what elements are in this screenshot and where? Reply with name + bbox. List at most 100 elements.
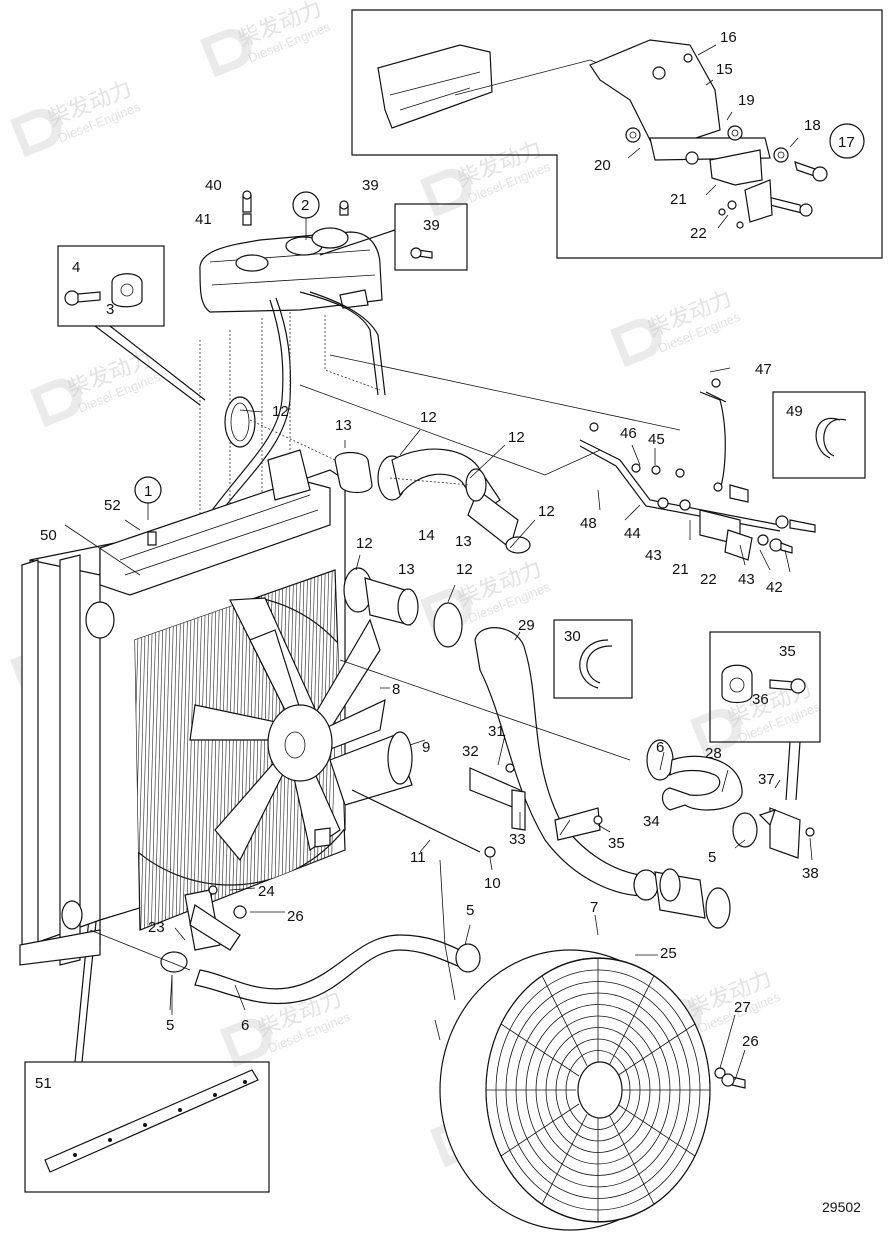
- part-label-42: 42: [766, 579, 783, 596]
- part-label-39-inset: 39: [423, 217, 440, 234]
- part-label-26-a: 26: [287, 908, 304, 925]
- part-label-13-c: 13: [398, 561, 415, 578]
- clamp-5-c: [705, 887, 731, 929]
- part-label-45: 45: [648, 431, 665, 448]
- clamp-3: [111, 273, 143, 308]
- part-label-12-c: 12: [508, 429, 525, 446]
- part-label-22: 22: [690, 225, 707, 242]
- clamp-12-a: [224, 396, 256, 448]
- part-label-21: 21: [670, 191, 687, 208]
- part-label-28: 28: [705, 745, 722, 762]
- part-label-31: 31: [488, 723, 505, 740]
- part-label-35: 35: [608, 835, 625, 852]
- lower-hose-29: [339, 627, 731, 929]
- cooling-fan-8: [189, 597, 386, 862]
- part-label-37: 37: [758, 771, 775, 788]
- washer-18: [773, 147, 789, 163]
- part-label-41: 41: [195, 211, 212, 228]
- part-label-39: 39: [362, 177, 379, 194]
- part-label-7: 7: [590, 899, 598, 916]
- washer-19: [727, 125, 743, 141]
- shaft-11: [351, 789, 481, 853]
- part-label-5-c: 5: [166, 1017, 174, 1034]
- bracket-37: [769, 807, 801, 859]
- part-label-23: 23: [148, 919, 165, 936]
- lower-radiator-hose: [89, 885, 481, 1011]
- part-label-22-b: 22: [700, 571, 717, 588]
- inset-box-49: [772, 391, 866, 479]
- part-label-17: 17: [838, 134, 855, 151]
- part-label-6-a: 6: [656, 739, 664, 756]
- part-label-26-b: 26: [742, 1033, 759, 1050]
- part-label-50: 50: [40, 527, 57, 544]
- callout-circle-17: [829, 123, 865, 159]
- part-label-44: 44: [624, 525, 641, 542]
- fan-hub: [267, 704, 333, 782]
- part-label-12-f: 12: [456, 561, 473, 578]
- part-label-34: 34: [643, 813, 660, 830]
- part-label-52: 52: [104, 497, 121, 514]
- nut-10: [484, 846, 496, 858]
- part-label-19: 19: [738, 92, 755, 109]
- clamp-36: [721, 664, 753, 704]
- tank-filler-cap: [311, 227, 349, 249]
- small-fasteners: [64, 190, 349, 576]
- part-label-12-b: 12: [420, 409, 437, 426]
- part-label-10: 10: [484, 875, 501, 892]
- part-label-2: 2: [301, 197, 309, 214]
- part-label-3: 3: [106, 301, 114, 318]
- part-label-16: 16: [720, 29, 737, 46]
- part-label-29: 29: [518, 617, 535, 634]
- pipe-48-assembly: [579, 378, 816, 561]
- leader-lines: [171, 367, 813, 1081]
- bolt-52: [147, 531, 157, 546]
- part-label-27: 27: [734, 999, 751, 1016]
- bolt-4: [64, 290, 80, 306]
- part-label-24: 24: [258, 883, 275, 900]
- part-label-43-a: 43: [645, 547, 662, 564]
- part-label-49: 49: [786, 403, 803, 420]
- part-label-38: 38: [802, 865, 819, 882]
- drawing-number: 29502: [822, 1199, 861, 1215]
- part-label-1: 1: [144, 483, 152, 500]
- fan-guard: [434, 859, 746, 1231]
- part-label-12-e: 12: [356, 535, 373, 552]
- part-label-32: 32: [462, 743, 479, 760]
- seal-strip-51: [44, 1069, 259, 1173]
- part-label-4: 4: [72, 259, 80, 276]
- part-label-35-inset: 35: [779, 643, 796, 660]
- clamp-5-a: [732, 812, 758, 848]
- inset-box-4-3: [57, 245, 206, 406]
- bracket-plate: [377, 44, 493, 129]
- part-label-9: 9: [422, 739, 430, 756]
- hose-13-a: [334, 451, 373, 494]
- pipe-48: [579, 439, 781, 526]
- fan-drive: [314, 731, 496, 858]
- part-label-12-a: 12: [272, 403, 289, 420]
- inset-frame: [351, 9, 883, 259]
- part-label-18: 18: [804, 117, 821, 134]
- part-label-13-a: 13: [335, 417, 352, 434]
- clamp-5-b: [160, 951, 188, 973]
- radiator-assembly: [19, 449, 346, 966]
- part-label-36: 36: [752, 691, 769, 708]
- part-label-15: 15: [716, 61, 733, 78]
- bracket-detail-inset: [351, 9, 883, 259]
- part-label-40: 40: [205, 177, 222, 194]
- part-label-5-b: 5: [466, 902, 474, 919]
- part-label-6-b: 6: [241, 1017, 249, 1034]
- part-label-33: 33: [509, 831, 526, 848]
- spacer-41: [242, 213, 252, 226]
- bracket-15: [589, 39, 721, 151]
- clamp-12-d: [433, 602, 463, 648]
- vent-hose: [199, 299, 284, 621]
- fan-guard-mesh: [485, 958, 711, 1222]
- part-label-12-d: 12: [538, 503, 555, 520]
- bracket-34: [554, 807, 601, 841]
- part-label-5-a: 5: [708, 849, 716, 866]
- inset-box-39: [319, 203, 468, 271]
- part-label-48: 48: [580, 515, 597, 532]
- part-label-20: 20: [594, 157, 611, 174]
- tank-cap: [235, 254, 269, 272]
